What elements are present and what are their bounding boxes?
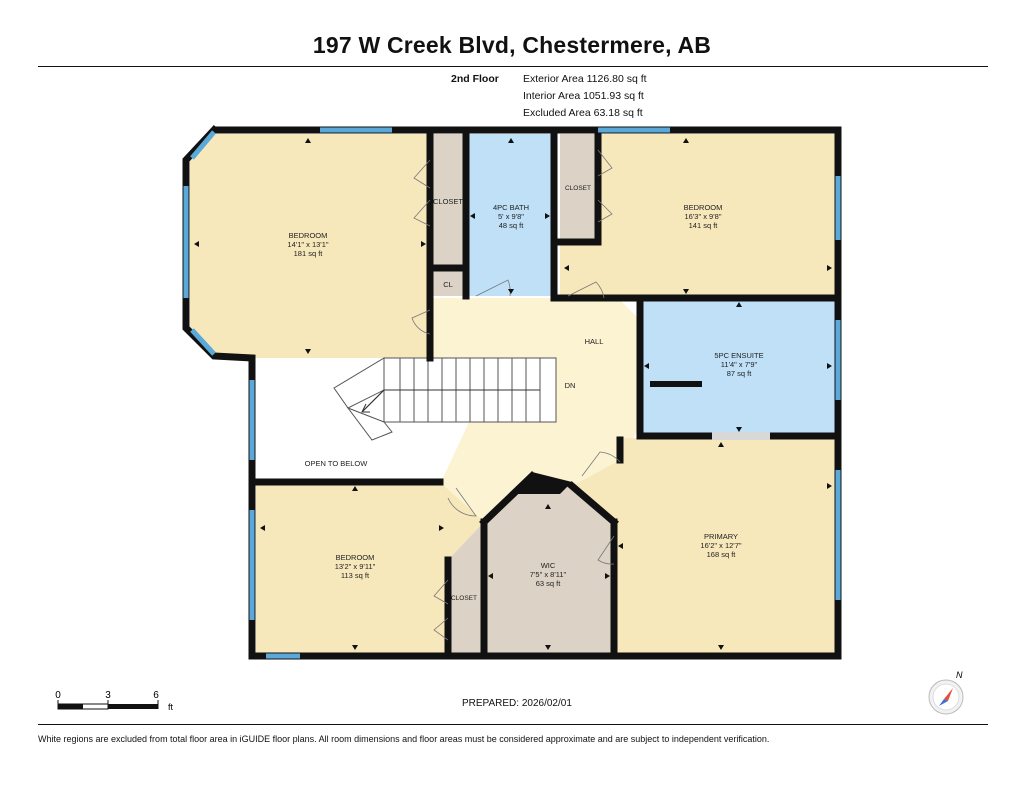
closet-sw-name: CLOSET (451, 595, 477, 602)
staircase (333, 357, 557, 441)
ensuite-5pc-area: 87 sq ft (727, 369, 753, 378)
wic-area: 63 sq ft (536, 579, 562, 588)
room-label-bedroom-sw: BEDROOM 13'2" x 9'11" 113 sq ft (335, 553, 376, 580)
room-label-bedroom-nw: BEDROOM 14'1" x 13'1" 181 sq ft (287, 231, 328, 258)
open-below-name: OPEN TO BELOW (305, 459, 369, 468)
room-closet-ne (560, 134, 598, 242)
closet-ne-name: CLOSET (565, 185, 591, 192)
wic-name: WIC (541, 561, 556, 570)
doors (411, 149, 621, 641)
ensuite-5pc-dims: 11'4" x 7'9" (721, 360, 758, 369)
scale-unit: ft (168, 702, 174, 712)
bath-4pc-dims: 5' x 9'8" (498, 212, 524, 221)
bedroom-sw-dims: 13'2" x 9'11" (335, 562, 376, 571)
ensuite-5pc-name: 5PC ENSUITE (714, 351, 763, 360)
room-closet-nw (430, 134, 466, 268)
dimension-ticks (194, 138, 832, 650)
footer-disclaimer: White regions are excluded from total fl… (38, 734, 770, 744)
room-label-ensuite-5pc: 5PC ENSUITE 11'4" x 7'9" 87 sq ft (714, 351, 763, 378)
cl-name: CL (443, 280, 453, 289)
interior-area: Interior Area 1051.93 sq ft (523, 90, 644, 102)
bedroom-ne-area: 141 sq ft (689, 221, 719, 230)
bedroom-sw-name: BEDROOM (336, 553, 375, 562)
scale-bar: 0 3 6 ft (55, 690, 173, 712)
closet-nw-name: CLOSET (433, 197, 463, 206)
room-closet-sw (448, 522, 484, 654)
bedroom-nw-area: 181 sq ft (294, 249, 324, 258)
room-bedroom-ne (560, 134, 836, 298)
excluded-area: Excluded Area 63.18 sq ft (523, 107, 643, 119)
scale-label-0: 0 (55, 690, 61, 701)
bedroom-sw-area: 113 sq ft (341, 571, 370, 580)
bath-4pc-name: 4PC BATH (493, 203, 529, 212)
hall-name: HALL (585, 337, 604, 346)
page-title: 197 W Creek Blvd, Chestermere, AB (312, 32, 712, 58)
door-openings (712, 432, 770, 440)
scale-label-3: 3 (105, 690, 111, 701)
bath-4pc-area: 48 sq ft (499, 221, 525, 230)
room-cl (430, 270, 466, 296)
footer-divider (38, 724, 988, 725)
primary-dims: 16'2" x 12'7" (700, 541, 741, 550)
room-label-wic: WIC 7'5" x 8'11" 63 sq ft (530, 561, 567, 588)
bedroom-ne-dims: 16'3" x 9'8" (685, 212, 722, 221)
wic-dims: 7'5" x 8'11" (530, 570, 567, 579)
bedroom-nw-dims: 14'1" x 13'1" (287, 240, 328, 249)
floor-label: 2nd Floor (451, 73, 499, 85)
room-label-bath-4pc: 4PC BATH 5' x 9'8" 48 sq ft (493, 203, 529, 230)
room-ensuite-5pc (640, 298, 836, 434)
stairs-dn-label: DN (565, 381, 576, 390)
wic-header-wall (514, 472, 572, 494)
scale-label-6: 6 (153, 690, 159, 701)
exterior-area: Exterior Area 1126.80 sq ft (523, 73, 647, 85)
bedroom-ne-name: BEDROOM (684, 203, 723, 212)
windows (183, 127, 841, 659)
room-wic (484, 476, 614, 654)
room-bedroom-nw (190, 134, 430, 358)
primary-name: PRIMARY (704, 532, 738, 541)
prepared-date: PREPARED: 2026/02/01 (462, 698, 572, 709)
compass-icon: N (928, 670, 964, 715)
compass-north-label: N (956, 670, 963, 680)
room-primary (572, 438, 836, 654)
room-bedroom-sw (256, 482, 484, 654)
room-bath-4pc (466, 134, 554, 296)
header-divider (38, 66, 988, 67)
room-label-primary: PRIMARY 16'2" x 12'7" 168 sq ft (700, 532, 741, 559)
bedroom-nw-name: BEDROOM (289, 231, 328, 240)
room-label-bedroom-ne: BEDROOM 16'3" x 9'8" 141 sq ft (684, 203, 723, 230)
primary-area: 168 sq ft (707, 550, 737, 559)
